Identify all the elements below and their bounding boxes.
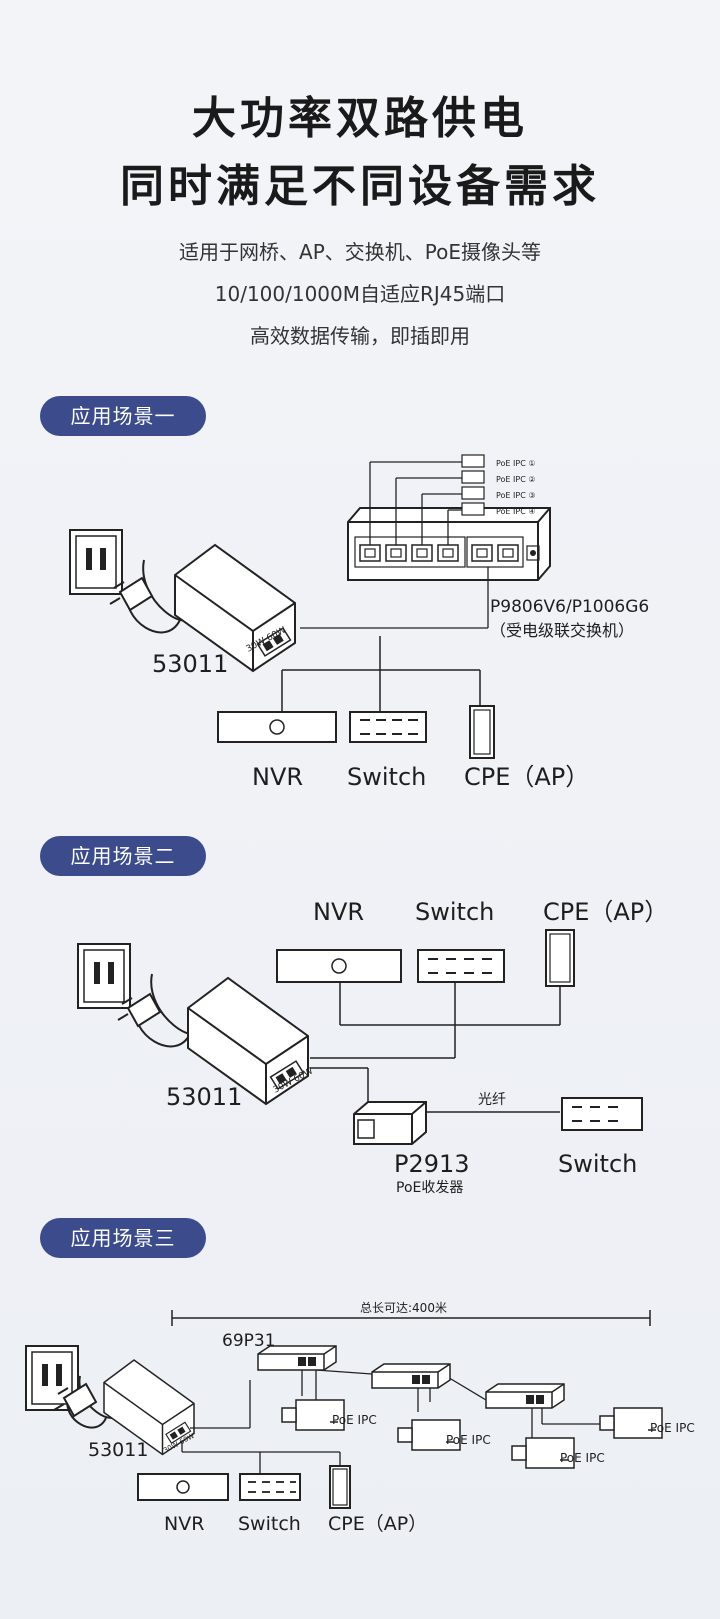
extender-model-label: 69P31 (222, 1331, 276, 1351)
desc-line2: 10/100/1000M自适应RJ45端口 (214, 282, 506, 306)
desc-line3: 高效数据传输，即插即用 (250, 324, 470, 348)
switch-model-label: P9806V6/P1006G6 (490, 597, 649, 617)
cpe-label: CPE（AP） (543, 898, 668, 926)
poe-transceiver-icon (353, 1101, 427, 1145)
power-outlet-icon (77, 943, 131, 1009)
desc-line1: 适用于网桥、AP、交换机、PoE摄像头等 (179, 240, 541, 264)
switch-device-icon (349, 711, 427, 743)
ipc-label-1: PoE IPC (332, 1413, 377, 1427)
scene3-label: 应用场景三 (40, 1218, 206, 1258)
nvr-device-icon (217, 711, 337, 743)
cpe-label: CPE（AP） (328, 1513, 427, 1535)
headline-line2: 同时满足不同设备需求 (120, 161, 600, 212)
cpe-device-icon (545, 929, 575, 987)
ipc-stack: PoE IPC ① PoE IPC ② PoE IPC ③ PoE IPC ④ (461, 454, 536, 516)
nvr-label: NVR (313, 898, 364, 926)
transceiver-model-label: P2913 (394, 1150, 470, 1178)
nvr-device-icon (137, 1473, 229, 1501)
adapter-model-label: 53011 (166, 1083, 242, 1111)
scene2-label: 应用场景二 (40, 836, 206, 876)
adapter-model-label: 53011 (88, 1439, 148, 1461)
power-outlet-icon (69, 529, 123, 595)
cpe-label: CPE（AP） (464, 763, 589, 791)
scene2-diagram: NVR Switch CPE（AP） 30W 60W 53011 (77, 898, 668, 1196)
scene1-diagram: 30W 60W 53011 PoE IPC ① PoE IPC ② (69, 454, 649, 791)
switch-desc-label: （受电级联交换机） (490, 621, 634, 640)
switch2-label: Switch (558, 1150, 637, 1178)
switch-device-icon (239, 1473, 301, 1501)
poe-extender-2-icon (371, 1363, 451, 1389)
switch-label: Switch (238, 1513, 301, 1535)
ipc-label-1: PoE IPC ① (496, 459, 536, 468)
poe-extender-1-icon (257, 1345, 337, 1371)
ipc-label-4: PoE IPC ④ (496, 507, 536, 516)
headline-line1: 大功率双路供电 (192, 93, 528, 144)
switch-label: Switch (347, 763, 426, 791)
ipc-label-2: PoE IPC (446, 1433, 491, 1447)
switch-device-icon (417, 949, 505, 983)
ipc-label-4: PoE IPC (650, 1421, 695, 1435)
ipc-label-3: PoE IPC (560, 1451, 605, 1465)
scene3-diagram: 总长可达:400米 69P31 30W 60W 53011 (25, 1301, 695, 1535)
adapter-model-label: 53011 (152, 650, 228, 678)
nvr-label: NVR (164, 1513, 204, 1535)
nvr-device-icon (276, 949, 402, 983)
poe-switch-icon (347, 507, 551, 581)
switch2-device-icon (561, 1097, 643, 1131)
scene1-label: 应用场景一 (40, 396, 206, 436)
poe-extender-3-icon (485, 1383, 565, 1409)
transceiver-desc-label: PoE收发器 (396, 1180, 463, 1196)
ipc-label-3: PoE IPC ③ (496, 491, 536, 500)
ipc-label-2: PoE IPC ② (496, 475, 536, 484)
nvr-label: NVR (252, 763, 303, 791)
length-note: 总长可达:400米 (360, 1301, 447, 1315)
fiber-label: 光纤 (478, 1092, 506, 1108)
switch-label: Switch (415, 898, 494, 926)
cpe-device-icon (329, 1465, 351, 1509)
